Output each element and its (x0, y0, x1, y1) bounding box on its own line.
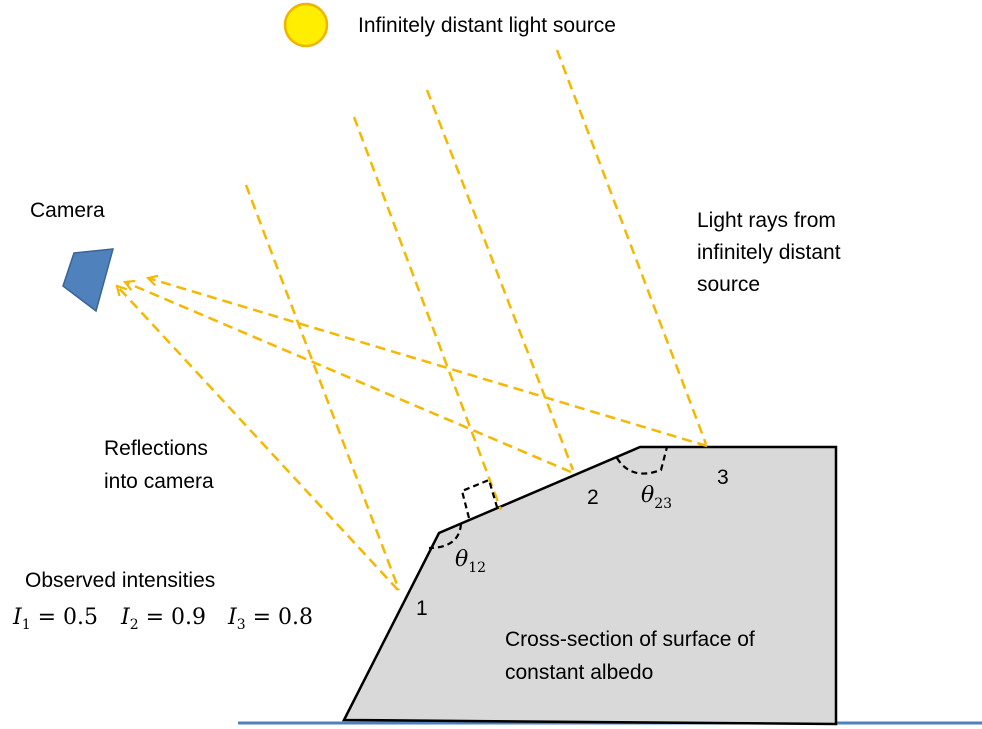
incident-ray-3 (425, 89, 575, 471)
camera-icon (62, 248, 115, 313)
sun-icon (283, 2, 329, 48)
incident-ray-4 (555, 49, 708, 445)
right-angle-marker (460, 478, 499, 519)
camera-label: Camera (30, 199, 105, 222)
incident-ray-1 (244, 184, 401, 591)
point-3-label: 3 (717, 466, 729, 489)
reflected-ray-1 (117, 286, 399, 591)
reflected-ray-2 (125, 282, 572, 474)
reflected-rays (117, 278, 708, 591)
light-rays-label: Light rays from infinitely distant sourc… (697, 209, 846, 296)
surface-caption: Cross-section of surface of constant alb… (505, 628, 761, 684)
incident-rays (244, 49, 708, 591)
observed-intensities-label: Observed intensities (25, 569, 215, 592)
intensity-1: I1 = 0.5 (12, 605, 98, 633)
light-source-label: Infinitely distant light source (358, 14, 616, 37)
reflections-label: Reflections into camera (104, 437, 214, 493)
theta-12-label: θ12 (455, 547, 486, 576)
theta-23-label: θ23 (641, 483, 672, 512)
point-2-label: 2 (587, 486, 599, 509)
incident-ray-2 (352, 116, 503, 511)
point-1-label: 1 (416, 597, 428, 620)
surface-cross-section (341, 445, 838, 726)
angle-arc-12 (428, 523, 463, 550)
intensity-3: I3 = 0.8 (227, 605, 313, 633)
reflected-ray-3 (148, 278, 708, 448)
angle-arc-23 (616, 446, 669, 475)
intensity-2: I2 = 0.9 (120, 605, 206, 633)
